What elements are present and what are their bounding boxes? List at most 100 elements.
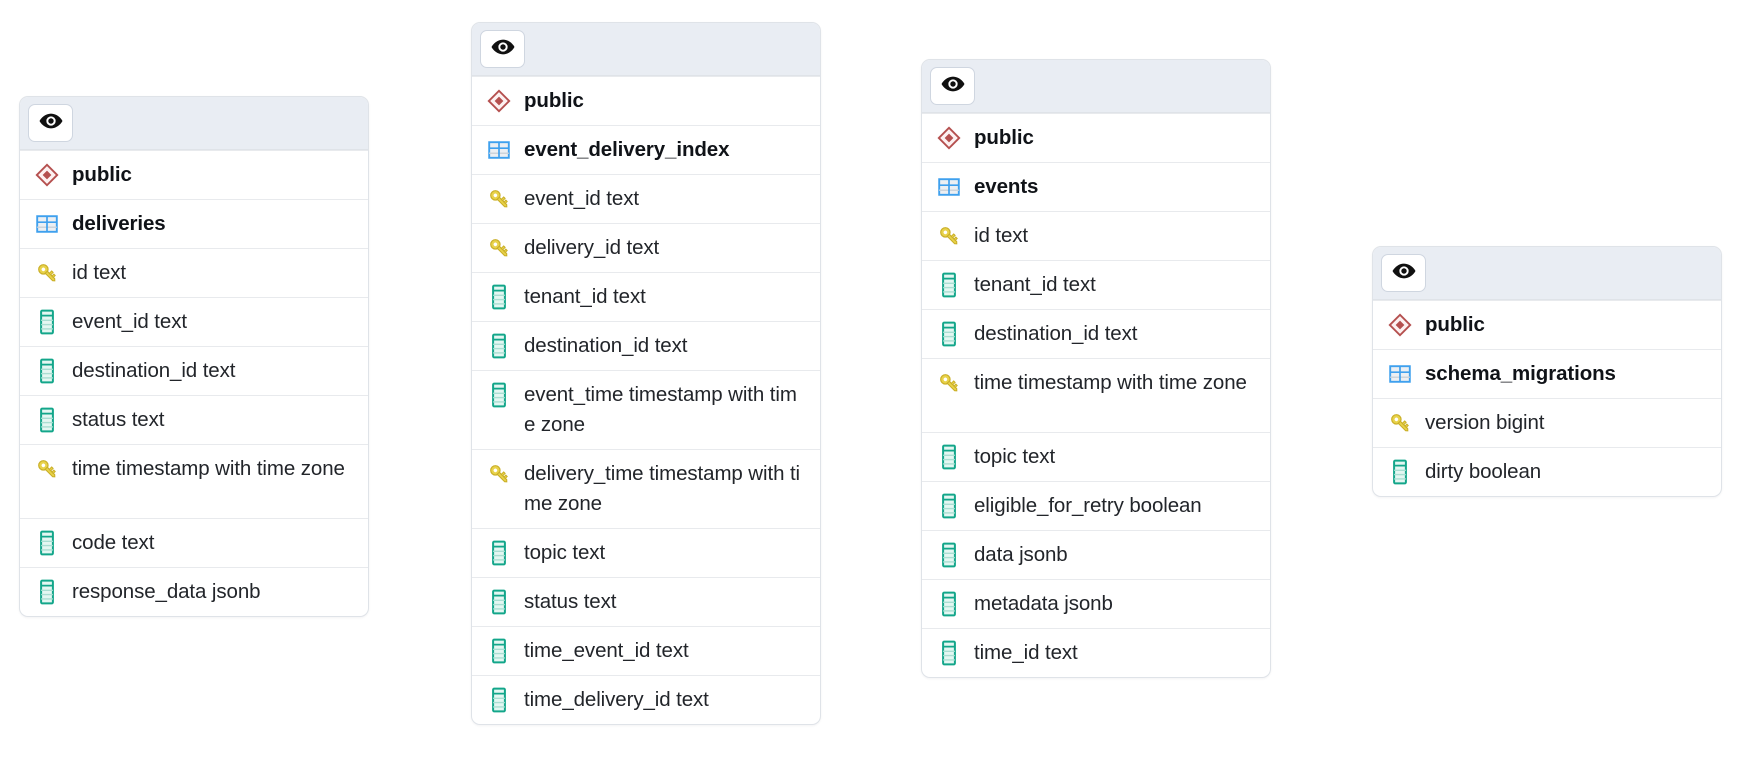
key-icon: [486, 184, 512, 214]
column-row-label: code text: [72, 531, 155, 554]
column-row[interactable]: event_id text: [20, 297, 368, 346]
table-name-row[interactable]: events: [922, 162, 1270, 211]
schema-row[interactable]: public: [20, 150, 368, 199]
table-card-header[interactable]: [922, 60, 1270, 113]
column-row[interactable]: topic text: [472, 528, 820, 577]
column-row[interactable]: time_id text: [922, 628, 1270, 677]
table-icon: [34, 209, 60, 239]
table-icon: [1387, 359, 1413, 389]
schema-row[interactable]: public: [1373, 300, 1721, 349]
column-row[interactable]: time_delivery_id text: [472, 675, 820, 724]
column-row[interactable]: tenant_id text: [922, 260, 1270, 309]
column-row-label: tenant_id text: [524, 285, 646, 308]
schema-row-label: public: [72, 163, 132, 186]
column-icon: [486, 636, 512, 666]
column-row[interactable]: event_time timestamp with time zone: [472, 370, 820, 449]
column-icon: [34, 356, 60, 386]
column-row[interactable]: delivery_id text: [472, 223, 820, 272]
table-name-row-label: event_delivery_index: [524, 138, 730, 161]
schema-icon: [1387, 310, 1413, 340]
column-row[interactable]: eligible_for_retry boolean: [922, 481, 1270, 530]
schema-row[interactable]: public: [922, 113, 1270, 162]
schema-row-label: public: [524, 89, 584, 112]
column-row-label: destination_id text: [524, 334, 688, 357]
visibility-toggle-button[interactable]: [480, 30, 525, 68]
column-row-label: id text: [974, 224, 1028, 247]
column-row[interactable]: status text: [20, 395, 368, 444]
schema-icon: [936, 123, 962, 153]
column-row[interactable]: topic text: [922, 432, 1270, 481]
key-icon: [936, 221, 962, 251]
column-row[interactable]: delivery_time timestamp with time zone: [472, 449, 820, 528]
table-name-row-label: deliveries: [72, 212, 166, 235]
column-icon: [936, 589, 962, 619]
table-card-header[interactable]: [472, 23, 820, 76]
column-icon: [936, 638, 962, 668]
table-name-row-label: events: [974, 175, 1039, 198]
column-row-label: time timestamp with time zone: [974, 371, 1247, 394]
table-card[interactable]: public events id text tenant_id text destina…: [921, 59, 1271, 678]
column-icon: [486, 538, 512, 568]
column-row[interactable]: time timestamp with time zone: [20, 444, 368, 518]
column-icon: [936, 491, 962, 521]
column-row-label: eligible_for_retry boolean: [974, 494, 1202, 517]
eye-icon: [1391, 258, 1417, 289]
table-name-row[interactable]: schema_migrations: [1373, 349, 1721, 398]
visibility-toggle-button[interactable]: [930, 67, 975, 105]
column-row[interactable]: id text: [922, 211, 1270, 260]
column-row-label: time_id text: [974, 641, 1078, 664]
column-row[interactable]: version bigint: [1373, 398, 1721, 447]
column-row[interactable]: destination_id text: [472, 321, 820, 370]
column-row-label: response_data jsonb: [72, 580, 261, 603]
table-icon: [486, 135, 512, 165]
table-card[interactable]: public deliveries id text event_id text dest…: [19, 96, 369, 617]
column-row-label: status text: [524, 590, 617, 613]
column-row-label: tenant_id text: [974, 273, 1096, 296]
column-row[interactable]: destination_id text: [20, 346, 368, 395]
column-row[interactable]: data jsonb: [922, 530, 1270, 579]
column-icon: [1387, 457, 1413, 487]
column-icon: [486, 282, 512, 312]
column-row-label: topic text: [524, 541, 606, 564]
eye-icon: [940, 71, 966, 102]
table-name-row[interactable]: deliveries: [20, 199, 368, 248]
column-row-label: event_time timestamp with time zone: [524, 383, 797, 436]
column-row[interactable]: response_data jsonb: [20, 567, 368, 616]
schema-icon: [34, 160, 60, 190]
column-icon: [936, 270, 962, 300]
column-row[interactable]: status text: [472, 577, 820, 626]
column-row-label: time_delivery_id text: [524, 688, 709, 711]
eye-icon: [490, 34, 516, 65]
column-row[interactable]: destination_id text: [922, 309, 1270, 358]
key-icon: [34, 454, 60, 484]
column-icon: [936, 540, 962, 570]
column-row[interactable]: code text: [20, 518, 368, 567]
column-row-label: status text: [72, 408, 165, 431]
column-icon: [34, 307, 60, 337]
schema-row-label: public: [974, 126, 1034, 149]
column-row[interactable]: time timestamp with time zone: [922, 358, 1270, 432]
column-row[interactable]: tenant_id text: [472, 272, 820, 321]
column-row[interactable]: id text: [20, 248, 368, 297]
table-card-header[interactable]: [20, 97, 368, 150]
column-row[interactable]: metadata jsonb: [922, 579, 1270, 628]
table-card-header[interactable]: [1373, 247, 1721, 300]
table-name-row[interactable]: event_delivery_index: [472, 125, 820, 174]
column-icon: [34, 577, 60, 607]
schema-row[interactable]: public: [472, 76, 820, 125]
visibility-toggle-button[interactable]: [28, 104, 73, 142]
column-row-label: destination_id text: [72, 359, 236, 382]
column-row-label: time timestamp with time zone: [72, 457, 345, 480]
column-row[interactable]: time_event_id text: [472, 626, 820, 675]
column-icon: [486, 380, 512, 410]
column-row-label: id text: [72, 261, 126, 284]
key-icon: [34, 258, 60, 288]
visibility-toggle-button[interactable]: [1381, 254, 1426, 292]
column-icon: [936, 319, 962, 349]
column-row[interactable]: dirty boolean: [1373, 447, 1721, 496]
column-icon: [486, 685, 512, 715]
column-row[interactable]: event_id text: [472, 174, 820, 223]
